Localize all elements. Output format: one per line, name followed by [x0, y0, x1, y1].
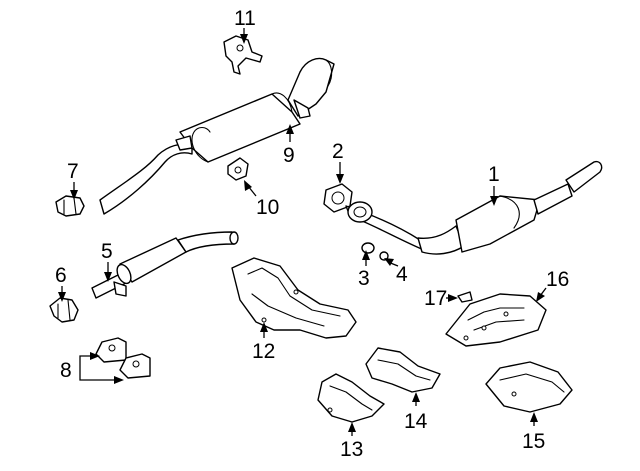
heat-shield-13: [317, 373, 385, 423]
svg-text:11: 11: [234, 7, 256, 30]
callout-6: 6: [55, 264, 67, 302]
callout-10: 10: [244, 180, 279, 219]
callout-16: 16: [536, 268, 569, 302]
callout-15: 15: [522, 412, 545, 453]
svg-text:12: 12: [252, 340, 275, 363]
brackets-8: [95, 337, 151, 379]
clip-17: [457, 291, 473, 303]
callout-17: 17: [424, 287, 458, 310]
svg-text:3: 3: [358, 267, 370, 290]
heat-shield-14: [365, 347, 441, 393]
callout-1: 1: [488, 163, 500, 206]
svg-text:2: 2: [332, 140, 344, 163]
washer-4: [379, 251, 389, 261]
clamp-7: [55, 195, 85, 217]
svg-text:15: 15: [522, 430, 545, 453]
callout-2: 2: [332, 140, 344, 184]
heat-shield-16: [445, 293, 547, 347]
svg-text:1: 1: [488, 163, 500, 186]
callout-3: 3: [358, 250, 370, 290]
svg-text:16: 16: [546, 268, 569, 291]
callout-8: 8: [60, 352, 124, 384]
svg-text:7: 7: [67, 160, 79, 183]
svg-text:13: 13: [340, 438, 363, 461]
svg-text:4: 4: [396, 263, 408, 286]
callout-5: 5: [101, 240, 113, 282]
svg-text:17: 17: [424, 287, 447, 310]
rear-muffler: [99, 57, 335, 215]
heat-shield-12: [231, 257, 357, 339]
heat-shield-15: [485, 361, 573, 413]
clamp-10: [227, 157, 249, 181]
callout-7: 7: [67, 160, 79, 200]
callout-4: 4: [384, 258, 408, 286]
center-muffler: [91, 231, 239, 299]
svg-text:9: 9: [283, 144, 295, 167]
svg-text:10: 10: [256, 196, 279, 219]
callout-13: 13: [340, 422, 363, 461]
callout-14: 14: [404, 392, 428, 433]
svg-text:5: 5: [101, 240, 113, 263]
callout-11: 11: [234, 7, 256, 44]
svg-text:8: 8: [60, 359, 72, 382]
callout-9: 9: [283, 124, 295, 167]
svg-text:6: 6: [55, 264, 67, 287]
clamp-6: [49, 297, 79, 323]
svg-text:14: 14: [404, 410, 428, 433]
callout-12: 12: [252, 322, 275, 363]
nut-3: [361, 242, 375, 254]
hanger-11: [223, 35, 263, 75]
catalytic-converter: [345, 160, 603, 255]
